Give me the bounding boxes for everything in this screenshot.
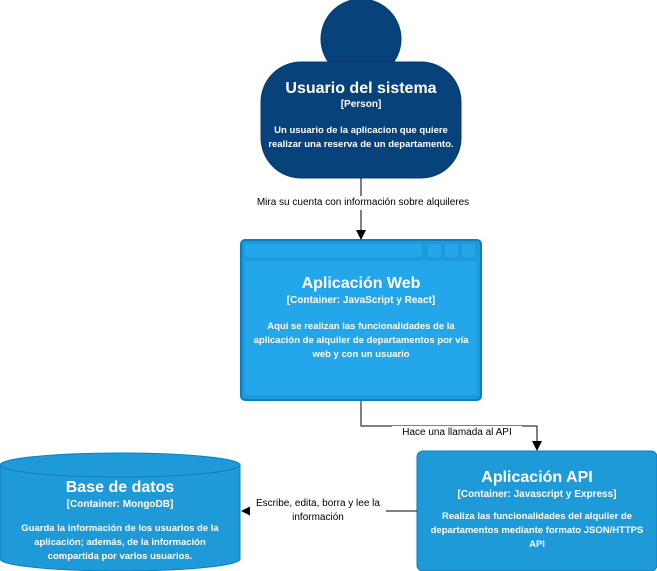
window-minimize-icon [428,244,441,257]
person-title: Usuario del sistema [285,80,437,97]
web-app-text-block: Aplicación Web [Container: JavaScript y … [245,275,477,362]
database-title: Base de datos [65,479,175,496]
database-body-shape [0,465,241,571]
person-text-block: Usuario del sistema [Person] Un usuario … [261,80,461,152]
database-description: Guarda la información de los usuarios de… [21,523,219,562]
database-top-shape [0,452,241,478]
person-node[interactable] [260,0,462,179]
api-app-title: Aplicación API [481,469,593,486]
edge-label-person-to-web: Mira su cuenta con información sobre alq… [240,196,486,210]
web-app-title: Aplicación Web [301,275,421,292]
edge-web-to-api[interactable] [360,401,542,451]
web-app-titlebar [245,244,422,257]
database-type: [Container: MongoDB] [66,499,174,510]
web-app-node[interactable] [240,239,482,401]
database-node[interactable] [0,452,241,571]
web-app-type: [Container: JavaScript y React] [286,295,436,306]
web-app-description: Aqui se realizan las funcionalidades de … [253,321,469,360]
api-app-description: Realiza las funcionalidades del alquiler… [430,511,644,550]
person-type: [Person] [340,99,382,110]
person-description: Un usuario de la aplicacion que quiere r… [268,125,454,150]
web-app-body [245,261,477,395]
database-text-block: Base de datos [Container: MongoDB] Guard… [0,479,240,564]
window-close-icon [462,244,475,257]
edge-label-web-to-api: Hace una llamada al API [392,426,522,440]
api-app-type: [Container: Javascript y Express] [457,489,617,500]
api-app-text-block: Aplicación API [Container: Javascript y … [417,469,657,552]
edge-label-api-to-db: Escribe, edita, borra y lee la informaci… [250,497,386,525]
window-maximize-icon [445,244,458,257]
